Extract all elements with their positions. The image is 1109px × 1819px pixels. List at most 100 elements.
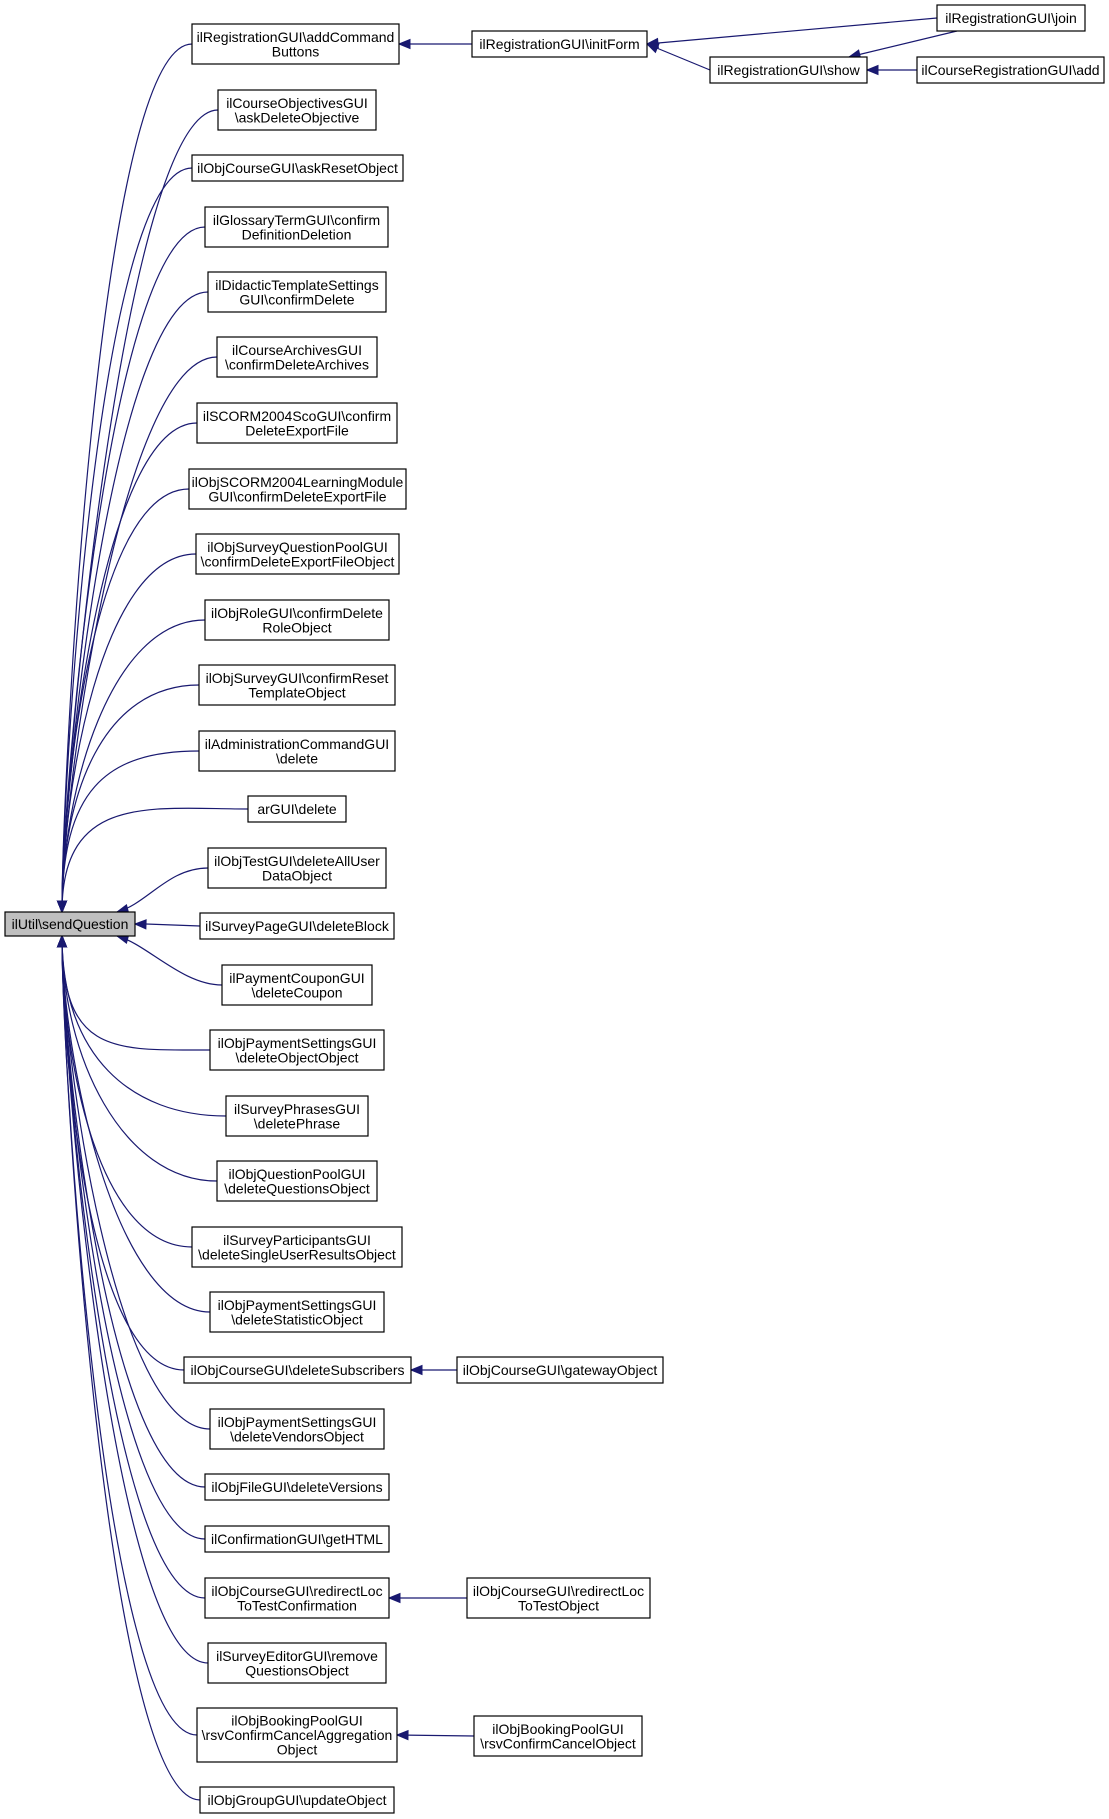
node-glossary[interactable]: ilGlossaryTermGUI\confirmDefinitionDelet… xyxy=(204,206,389,248)
node-askreset[interactable]: ilObjCourseGUI\askResetObject xyxy=(191,154,404,182)
node-initform[interactable]: ilRegistrationGUI\initForm xyxy=(471,30,648,58)
edge-line xyxy=(61,167,193,913)
node-label: ilObjTestGUI\deleteAllUser xyxy=(214,853,380,869)
node-label: \deletePhrase xyxy=(254,1115,341,1131)
edge-line xyxy=(61,43,193,913)
edge-archives-to-root xyxy=(56,356,218,914)
edge-line xyxy=(61,109,219,913)
node-label: ilRegistrationGUI\addCommand xyxy=(197,29,395,45)
node-label: ilObjCourseGUI\askResetObject xyxy=(197,160,398,176)
node-argui[interactable]: arGUI\delete xyxy=(247,795,347,823)
edge-removeq-to-root xyxy=(56,934,209,1664)
node-confirm[interactable]: ilConfirmationGUI\getHTML xyxy=(204,1525,390,1553)
node-archives[interactable]: ilCourseArchivesGUI\confirmDeleteArchive… xyxy=(216,336,378,378)
edge-creg-add-to-show xyxy=(865,64,917,76)
node-groupupd[interactable]: ilObjGroupGUI\updateObject xyxy=(199,1786,395,1814)
arrowhead xyxy=(395,1729,409,1741)
node-box xyxy=(188,468,407,510)
node-label: ToTestObject xyxy=(518,1597,599,1613)
node-box xyxy=(191,1226,403,1268)
edge-participants-to-root xyxy=(56,934,193,1248)
node-paystat[interactable]: ilObjPaymentSettingsGUI\deleteStatisticO… xyxy=(209,1291,385,1333)
node-bookagg[interactable]: ilObjBookingPoolGUI\rsvConfirmCancelAggr… xyxy=(196,1707,398,1763)
node-scormsco[interactable]: ilSCORM2004ScoGUI\confirmDeleteExportFil… xyxy=(196,402,398,444)
node-box xyxy=(198,730,396,772)
node-creg-add[interactable]: ilCourseRegistrationGUI\add xyxy=(916,56,1105,84)
node-label: ilPaymentCouponGUI xyxy=(229,970,364,986)
edge-redirconf-to-root xyxy=(56,934,206,1599)
edge-line xyxy=(61,807,249,913)
node-label: \deleteStatisticObject xyxy=(231,1311,363,1327)
node-label: \deleteSingleUserResultsObject xyxy=(198,1246,396,1262)
node-admincmd[interactable]: ilAdministrationCommandGUI\delete xyxy=(198,730,396,772)
node-didactic[interactable]: ilDidacticTemplateSettingsGUI\confirmDel… xyxy=(207,271,387,313)
edge-join-to-show xyxy=(847,30,958,60)
node-label: ilConfirmationGUI\getHTML xyxy=(211,1531,383,1547)
node-surveypage[interactable]: ilSurveyPageGUI\deleteBlock xyxy=(199,912,395,940)
node-label: ilObjSurveyQuestionPoolGUI xyxy=(207,539,388,555)
arrowhead xyxy=(645,43,660,54)
node-join[interactable]: ilRegistrationGUI\join xyxy=(936,4,1086,32)
node-box xyxy=(247,795,347,823)
edge-line xyxy=(61,553,197,913)
node-label: Object xyxy=(277,1742,318,1758)
edge-groupupd-to-root xyxy=(56,934,201,1801)
node-label: ilGlossaryTermGUI\confirm xyxy=(213,212,380,228)
edge-testdel-to-root xyxy=(115,867,209,915)
edge-line xyxy=(61,684,200,913)
node-label: ilRegistrationGUI\show xyxy=(717,62,860,78)
node-show[interactable]: ilRegistrationGUI\show xyxy=(709,56,868,84)
arrowhead xyxy=(56,900,68,914)
node-qpool[interactable]: ilObjQuestionPoolGUI\deleteQuestionsObje… xyxy=(216,1160,378,1202)
node-label: DefinitionDeletion xyxy=(242,226,352,242)
node-label: ToTestConfirmation xyxy=(237,1597,357,1613)
node-label: ilAdministrationCommandGUI xyxy=(205,736,389,752)
edge-layer xyxy=(56,17,958,1801)
node-bookcancel[interactable]: ilObjBookingPoolGUI\rsvConfirmCancelObje… xyxy=(473,1715,643,1757)
node-label: ilSurveyPageGUI\deleteBlock xyxy=(205,918,390,934)
node-label: ilRegistrationGUI\join xyxy=(945,10,1077,26)
edge-bookagg-to-root xyxy=(56,934,198,1736)
node-coupon[interactable]: ilPaymentCouponGUI\deleteCoupon xyxy=(221,964,373,1006)
node-payvend[interactable]: ilObjPaymentSettingsGUI\deleteVendorsObj… xyxy=(209,1408,385,1450)
node-box xyxy=(199,912,395,940)
node-label: DeleteExportFile xyxy=(245,422,349,438)
node-box xyxy=(204,1577,390,1619)
node-filever[interactable]: ilObjFileGUI\deleteVersions xyxy=(204,1473,390,1501)
edge-line xyxy=(61,935,201,1801)
node-box xyxy=(195,533,400,575)
node-box xyxy=(191,154,404,182)
arrowhead xyxy=(865,64,879,76)
node-scormlm[interactable]: ilObjSCORM2004LearningModuleGUI\confirmD… xyxy=(188,468,407,510)
edge-line xyxy=(116,867,209,913)
node-label: \deleteObjectObject xyxy=(236,1049,359,1065)
node-label: TemplateObject xyxy=(248,684,345,700)
node-surveyreset[interactable]: ilObjSurveyGUI\confirmResetTemplateObjec… xyxy=(198,664,396,706)
edge-line xyxy=(61,935,211,1051)
edge-scormlm-to-root xyxy=(56,488,190,914)
node-delsubs[interactable]: ilObjCourseGUI\deleteSubscribers xyxy=(183,1356,412,1384)
node-phrases[interactable]: ilSurveyPhrasesGUI\deletePhrase xyxy=(225,1095,369,1137)
edge-line xyxy=(61,935,206,1540)
root-node-root[interactable]: ilUtil\sendQuestion xyxy=(4,911,136,937)
node-surveyqp[interactable]: ilObjSurveyQuestionPoolGUI\confirmDelete… xyxy=(195,533,400,575)
node-label: ilObjBookingPoolGUI xyxy=(231,1713,363,1729)
edge-line xyxy=(145,923,201,927)
node-participants[interactable]: ilSurveyParticipantsGUI\deleteSingleUser… xyxy=(191,1226,403,1268)
edge-line xyxy=(61,750,200,913)
edge-show-to-initform xyxy=(645,43,711,71)
node-gateway[interactable]: ilObjCourseGUI\gatewayObject xyxy=(456,1356,664,1384)
edge-coupon-to-root xyxy=(115,933,223,986)
node-box xyxy=(209,1291,385,1333)
arrowhead xyxy=(387,1592,401,1604)
node-redirconf[interactable]: ilObjCourseGUI\redirectLocToTestConfirma… xyxy=(204,1577,390,1619)
node-askdelobj[interactable]: ilCourseObjectivesGUI\askDeleteObjective xyxy=(217,89,377,131)
node-box xyxy=(183,1356,412,1384)
node-payobj[interactable]: ilObjPaymentSettingsGUI\deleteObjectObje… xyxy=(209,1029,385,1071)
